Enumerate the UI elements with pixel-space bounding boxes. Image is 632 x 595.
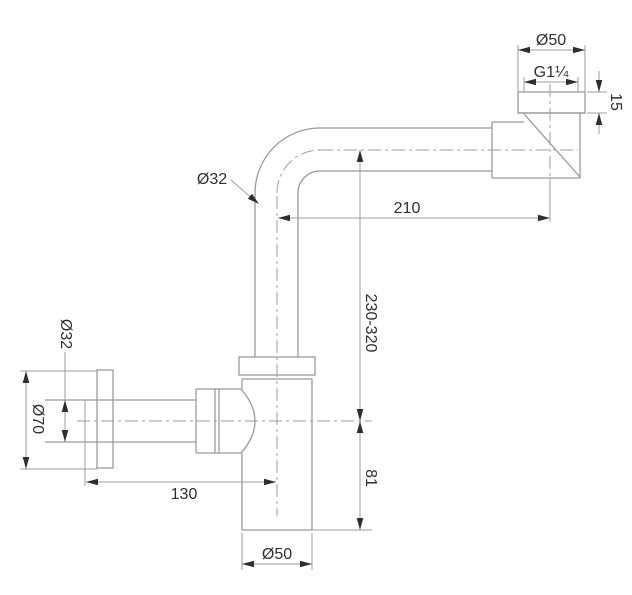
arrowheads-group: [22, 46, 603, 568]
wall-flange: [96, 369, 114, 469]
arrow-inlet-diameter-bottom: [61, 430, 69, 442]
dimension-lines-group: [20, 45, 607, 570]
arrow-height-top: [356, 150, 364, 162]
label-outlet-thread: G1¼: [534, 64, 569, 81]
label-riser-pipe-diameter: Ø32: [197, 171, 227, 188]
bend-inner-arc: [297, 170, 321, 194]
trap-outline-group: [45, 91, 586, 531]
label-outlet-flange-height: 15: [607, 93, 624, 111]
label-body-diameter: Ø50: [262, 546, 292, 563]
arrow-riser-leader: [247, 193, 259, 204]
arrow-height-bottom: [356, 409, 364, 421]
arrow-reach-left: [278, 214, 290, 222]
label-inlet-length: 130: [171, 486, 198, 503]
label-adjustable-height: 230-320: [362, 294, 379, 353]
arrow-flange-height-top: [595, 80, 603, 92]
label-wall-flange-diameter: Ø70: [29, 404, 46, 434]
arrow-body-diameter-left: [242, 560, 254, 568]
arrow-outlet-flange-left: [518, 46, 530, 54]
arrow-reach-right: [538, 214, 550, 222]
arrow-inlet-length-left: [86, 478, 98, 486]
arrow-flange-height-bottom: [595, 113, 603, 125]
label-inlet-pipe-diameter: Ø32: [57, 319, 74, 349]
bend-centerline-arc: [276, 149, 321, 194]
arrow-outlet-flange-right: [573, 46, 585, 54]
arrow-drop-top: [356, 421, 364, 433]
outlet-flange: [517, 91, 586, 114]
dimension-labels-group: Ø50 G1¼ 15 Ø32 210 230-320 81 Ø32 Ø70 13…: [29, 32, 624, 563]
arrow-body-diameter-right: [300, 560, 312, 568]
label-outlet-drop: 81: [362, 469, 379, 487]
arrow-inlet-length-right: [264, 478, 276, 486]
arrow-wall-flange-top: [22, 371, 30, 383]
arrow-wall-flange-bottom: [22, 457, 30, 469]
arrow-inlet-diameter-top: [61, 400, 69, 412]
bend-outer-arc: [254, 127, 321, 194]
label-outlet-flange-diameter: Ø50: [536, 32, 566, 49]
arrow-thread-right: [566, 78, 578, 86]
elbow-miter-seam: [523, 113, 581, 178]
arrow-thread-left: [524, 78, 536, 86]
arrow-drop-bottom: [356, 518, 364, 530]
centerlines-group: [77, 84, 578, 516]
label-horizontal-reach: 210: [394, 200, 421, 217]
